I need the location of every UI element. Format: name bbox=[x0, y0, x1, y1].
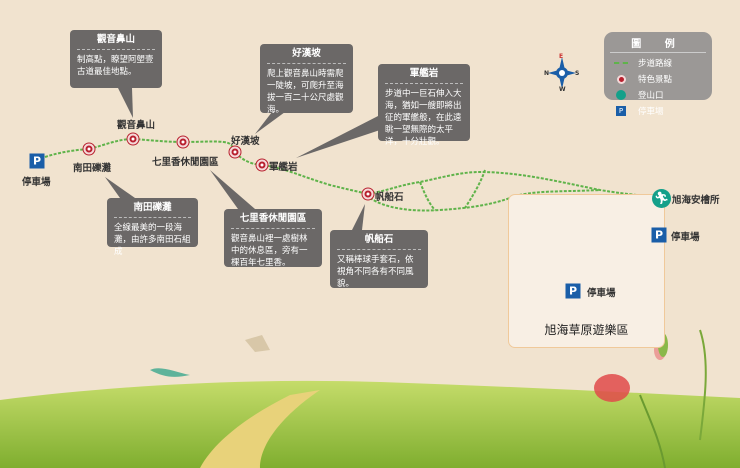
place-label-nantian: 南田礫灘 bbox=[73, 163, 112, 174]
place-label-parking-west: 停車場 bbox=[22, 177, 51, 188]
spot-marker-haohan[interactable] bbox=[229, 146, 241, 158]
place-label-trailhead: 旭海安檜所 bbox=[672, 195, 720, 206]
legend-item-trailhead: 登山口 bbox=[610, 87, 706, 103]
legend-item-trail: 步道路線 bbox=[610, 55, 706, 71]
zone-title: 旭海草原遊樂區 bbox=[544, 323, 629, 337]
callout-haohan: 好漢坡爬上觀音鼻山時需爬一陡坡，可爬升至海拔一百二十公尺處觀海。 bbox=[260, 44, 353, 115]
callout-guanyin: 觀音鼻山制高點，瞭望阿塱壹古道最佳地點。 bbox=[70, 30, 162, 88]
grassland-recreation-zone[interactable]: 旭海草原遊樂區 bbox=[508, 194, 665, 348]
callout-pointers bbox=[105, 88, 380, 230]
compass-s: S bbox=[575, 70, 580, 77]
spot-marker-icon bbox=[616, 74, 626, 84]
grassland bbox=[0, 380, 740, 468]
parking-icon: P bbox=[651, 227, 667, 243]
place-label-guanyin: 觀音鼻山 bbox=[117, 120, 156, 131]
place-label-parking-east: 停車場 bbox=[671, 232, 700, 243]
place-label-junjian: 軍艦岩 bbox=[269, 162, 298, 173]
flowers-illustration bbox=[594, 329, 707, 468]
callout-junjian: 軍艦岩步道中一巨石伸入大海，猶如一艘即將出征的軍艦般，在此遠眺一望無際的太平洋，… bbox=[378, 64, 470, 147]
callout-nantian: 南田礫灘全線最美的一段海灘，由許多南田石組成 bbox=[107, 198, 198, 257]
parking-icon: P bbox=[616, 106, 626, 116]
butterfly-illustration bbox=[245, 335, 270, 352]
trail-line-icon bbox=[614, 62, 628, 64]
spot-marker-guanyin[interactable] bbox=[127, 133, 139, 145]
place-label-qilixiang: 七里香休閒園區 bbox=[152, 157, 219, 168]
spot-marker-qilixiang[interactable] bbox=[177, 136, 189, 148]
place-label-parking-zone: 停車場 bbox=[587, 288, 616, 299]
trailhead-icon bbox=[616, 90, 626, 100]
place-label-haohan: 好漢坡 bbox=[231, 136, 260, 147]
spot-marker-nantian[interactable] bbox=[83, 143, 95, 155]
parking-icon: P bbox=[565, 283, 581, 299]
compass-n: N bbox=[544, 70, 550, 77]
grass-path bbox=[200, 390, 320, 468]
trail-route bbox=[44, 137, 663, 212]
trailhead-icon[interactable]: 🏃︎ bbox=[652, 189, 671, 208]
parking-icon: P bbox=[29, 153, 45, 169]
compass-w: W bbox=[559, 86, 566, 93]
callout-fanchuan: 帆船石又稱棒球手套石，依視角不同各有不同風貌。 bbox=[330, 230, 428, 289]
legend-item-spot: 特色景點 bbox=[610, 71, 706, 87]
bird-illustration bbox=[150, 368, 190, 377]
compass-icon bbox=[548, 57, 576, 89]
callout-qilixiang: 七里香休閒園區觀音鼻山裡一處樹林中的休息區，旁有一棵百年七里香。 bbox=[224, 209, 322, 268]
compass-e: E bbox=[559, 53, 564, 60]
legend-title: 圖 例 bbox=[610, 35, 706, 53]
place-label-fanchuan: 帆船石 bbox=[375, 192, 404, 203]
spot-marker-junjian[interactable] bbox=[256, 159, 268, 171]
spot-marker-fanchuan[interactable] bbox=[362, 188, 374, 200]
